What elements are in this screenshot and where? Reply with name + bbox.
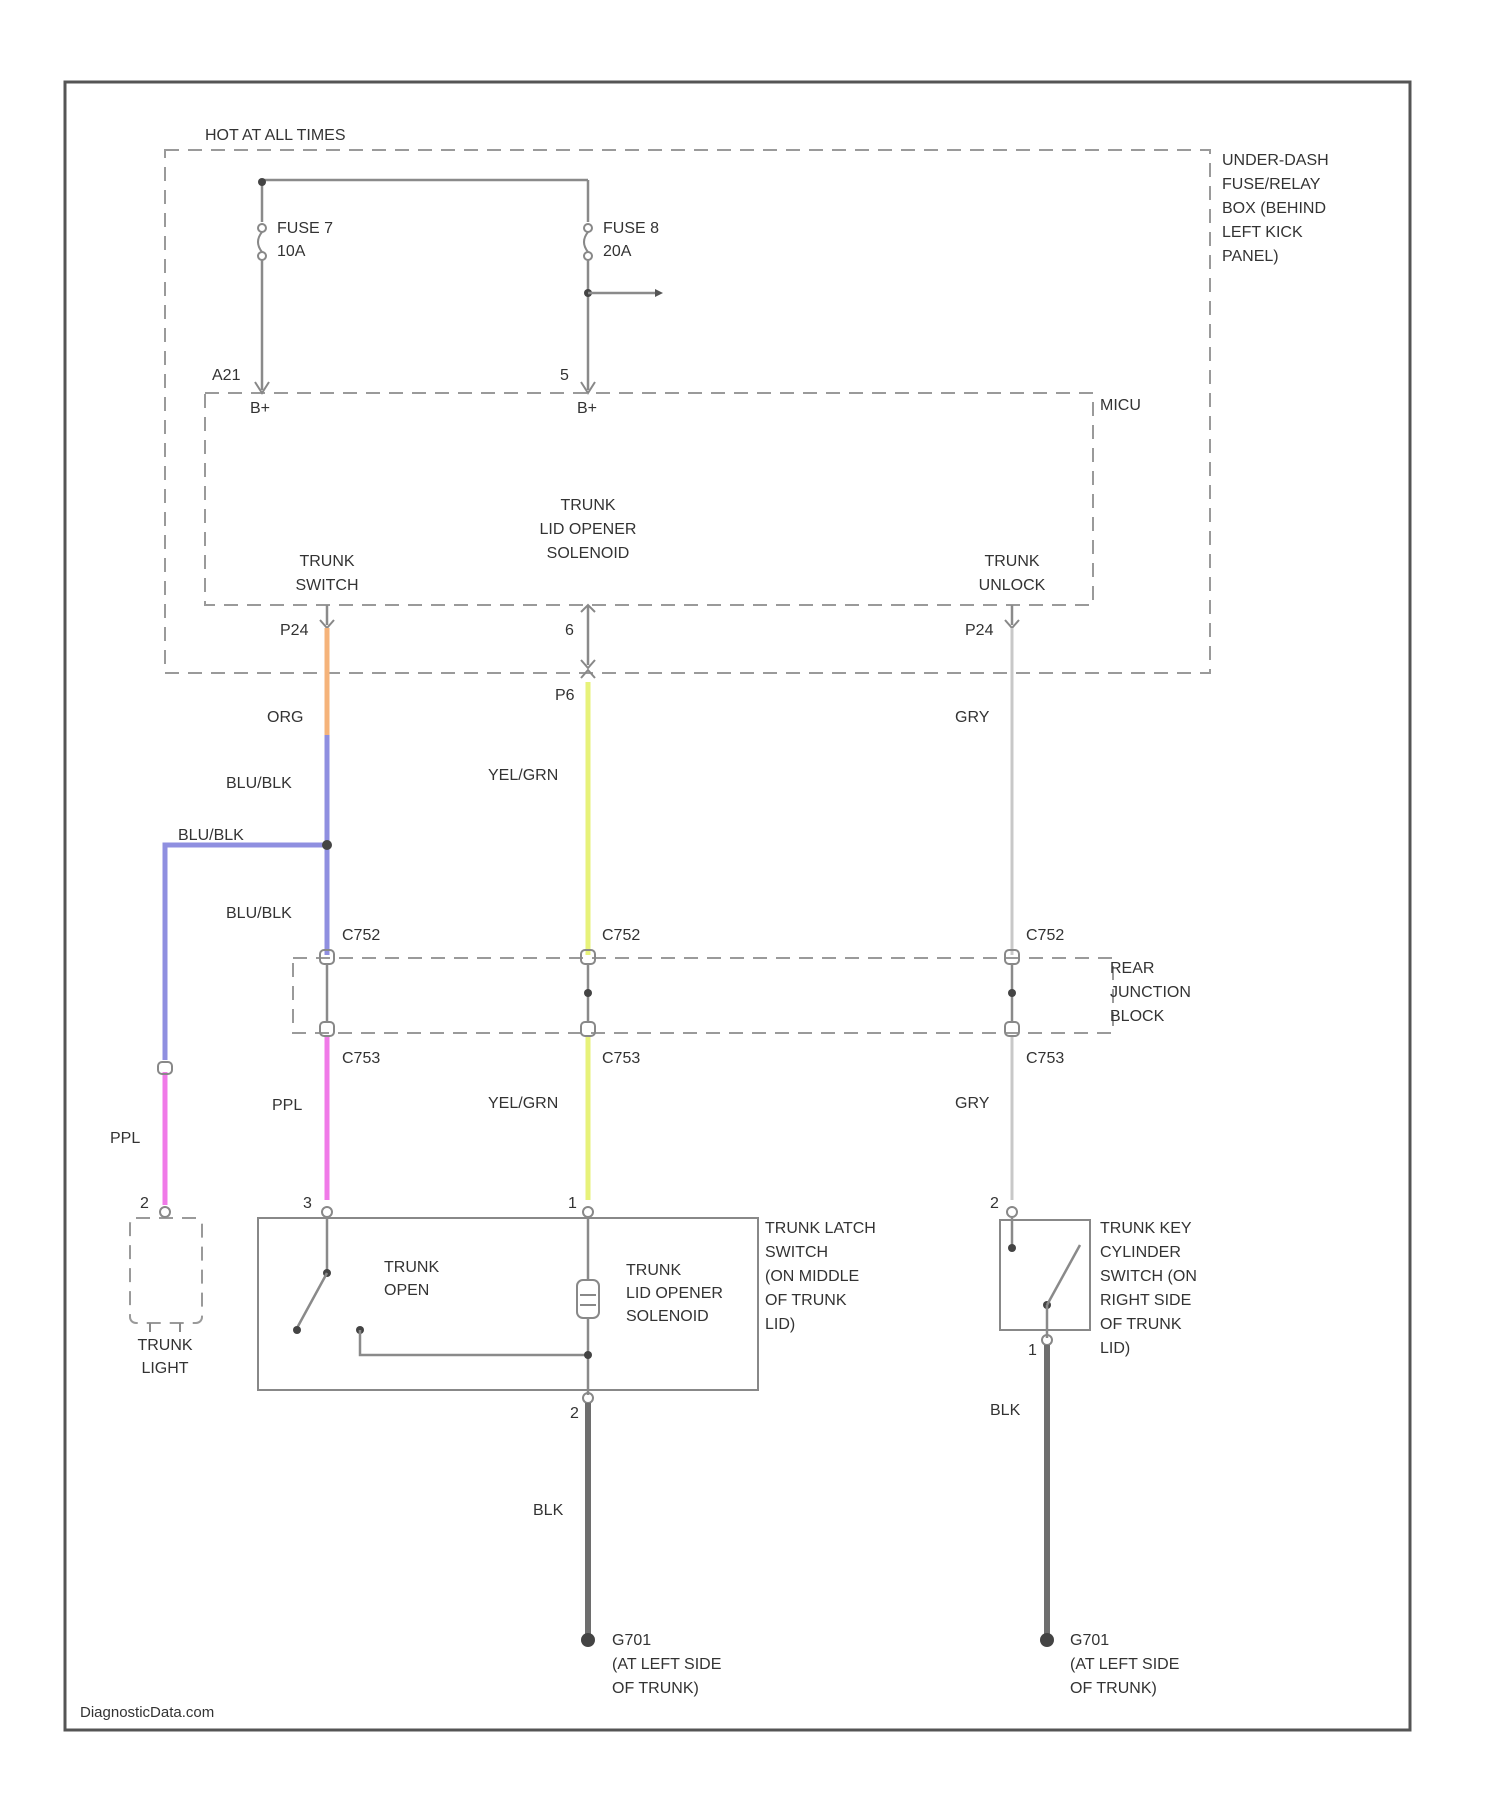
fuse8-rating: 20A [603,243,632,260]
wire-label-gry-1: GRY [955,709,990,726]
micu-box [205,393,1093,605]
latch-solenoid-label-2: LID OPENER [626,1285,723,1302]
ground-1-label-3: OF TRUNK) [612,1680,699,1697]
key-switch-label-3: SWITCH (ON [1100,1268,1197,1285]
trunk-unlock-label-2: UNLOCK [979,577,1046,594]
fuse-box-label-3: BOX (BEHIND [1222,200,1326,217]
latch-switch-label-2: SWITCH [765,1244,828,1261]
wire-yel-grn [581,670,595,1200]
pin-a21: A21 [212,367,241,384]
latch-switch-label-5: LID) [765,1316,795,1333]
fuse7-rating: 10A [277,243,306,260]
fuse8-name: FUSE 8 [603,220,659,237]
latch-switch-label-4: OF TRUNK [765,1292,847,1309]
key-switch-label-1: TRUNK KEY [1100,1220,1192,1237]
wire-ppl [165,1035,327,1205]
pin-p24-left: P24 [280,622,309,639]
wire-label-yel-grn-2: YEL/GRN [488,1095,558,1112]
wire-label-blu-blk-3: BLU/BLK [226,905,292,922]
wire-label-gry-2: GRY [955,1095,990,1112]
pin-p6: P6 [555,687,575,704]
key-switch-label-6: LID) [1100,1340,1130,1357]
pin-6: 6 [565,622,574,639]
rear-junction-label-2: JUNCTION [1110,984,1191,1001]
trunk-latch-switch [258,1207,758,1403]
pin-trunk-light: 2 [140,1195,149,1212]
micu-solenoid-label-2: LID OPENER [540,521,637,538]
trunk-switch-label-2: SWITCH [295,577,358,594]
bplus-right: B+ [577,400,597,417]
pin-key-2: 2 [990,1195,999,1212]
ground-2-label-3: OF TRUNK) [1070,1680,1157,1697]
ground-2-label-2: (AT LEFT SIDE [1070,1656,1179,1673]
latch-solenoid-label-3: SOLENOID [626,1308,709,1325]
pin-p24-right: P24 [965,622,994,639]
ground-2-label-1: G701 [1070,1632,1109,1649]
wire-label-blu-blk-1: BLU/BLK [226,775,292,792]
trunk-light-label-2: LIGHT [141,1360,188,1377]
wire-label-org: ORG [267,709,303,726]
fuse7-name: FUSE 7 [277,220,333,237]
trunk-open-label-2: OPEN [384,1282,429,1299]
fuse-box-label-2: FUSE/RELAY [1222,176,1321,193]
fuse-7 [258,224,266,390]
trunk-key-switch [1000,1207,1090,1345]
micu-input-pins [255,382,595,393]
watermark: DiagnosticData.com [80,1704,214,1721]
micu-label: MICU [1100,397,1141,414]
pin-5: 5 [560,367,569,384]
wire-label-blu-blk-2: BLU/BLK [178,827,244,844]
power-bus [258,178,588,222]
fuse-box-label-5: PANEL) [1222,248,1279,265]
micu-solenoid-label-1: TRUNK [560,497,615,514]
key-switch-label-2: CYLINDER [1100,1244,1181,1261]
connector-c753-b: C753 [602,1050,640,1067]
rear-junction-label-1: REAR [1110,960,1154,977]
connector-c752-b: C752 [602,927,640,944]
micu-solenoid-label-3: SOLENOID [547,545,630,562]
pin-latch-3: 3 [303,1195,312,1212]
micu-output-pins [320,605,1019,668]
trunk-switch-label-1: TRUNK [299,553,354,570]
connector-c752-c: C752 [1026,927,1064,944]
trunk-unlock-label-1: TRUNK [984,553,1039,570]
wire-label-ppl-2: PPL [272,1097,302,1114]
wire-label-blk-2: BLK [990,1402,1021,1419]
bplus-left: B+ [250,400,270,417]
wire-label-blk-1: BLK [533,1502,564,1519]
key-switch-label-4: RIGHT SIDE [1100,1292,1191,1309]
trunk-open-label-1: TRUNK [384,1259,439,1276]
latch-solenoid-label-1: TRUNK [626,1262,681,1279]
key-switch-label-5: OF TRUNK [1100,1316,1182,1333]
ground-1-label-1: G701 [612,1632,651,1649]
connector-c752-a: C752 [342,927,380,944]
connector-c753-c: C753 [1026,1050,1064,1067]
latch-switch-label-1: TRUNK LATCH [765,1220,876,1237]
wire-label-ppl-1: PPL [110,1130,140,1147]
connector-c753-a: C753 [342,1050,380,1067]
rear-junction-label-3: BLOCK [1110,1008,1165,1025]
fuse-box-label-4: LEFT KICK [1222,224,1303,241]
pin-latch-1: 1 [568,1195,577,1212]
trunk-light [130,1207,202,1332]
hot-at-all-times-label: HOT AT ALL TIMES [205,127,346,144]
wire-label-yel-grn-1: YEL/GRN [488,767,558,784]
latch-switch-label-3: (ON MIDDLE [765,1268,859,1285]
fuse-box-label-1: UNDER-DASH [1222,152,1329,169]
pin-key-gnd: 1 [1028,1342,1037,1359]
ground-1-label-2: (AT LEFT SIDE [612,1656,721,1673]
pin-latch-gnd: 2 [570,1405,579,1422]
trunk-light-label-1: TRUNK [137,1337,192,1354]
rear-junction-block [293,958,1113,1033]
